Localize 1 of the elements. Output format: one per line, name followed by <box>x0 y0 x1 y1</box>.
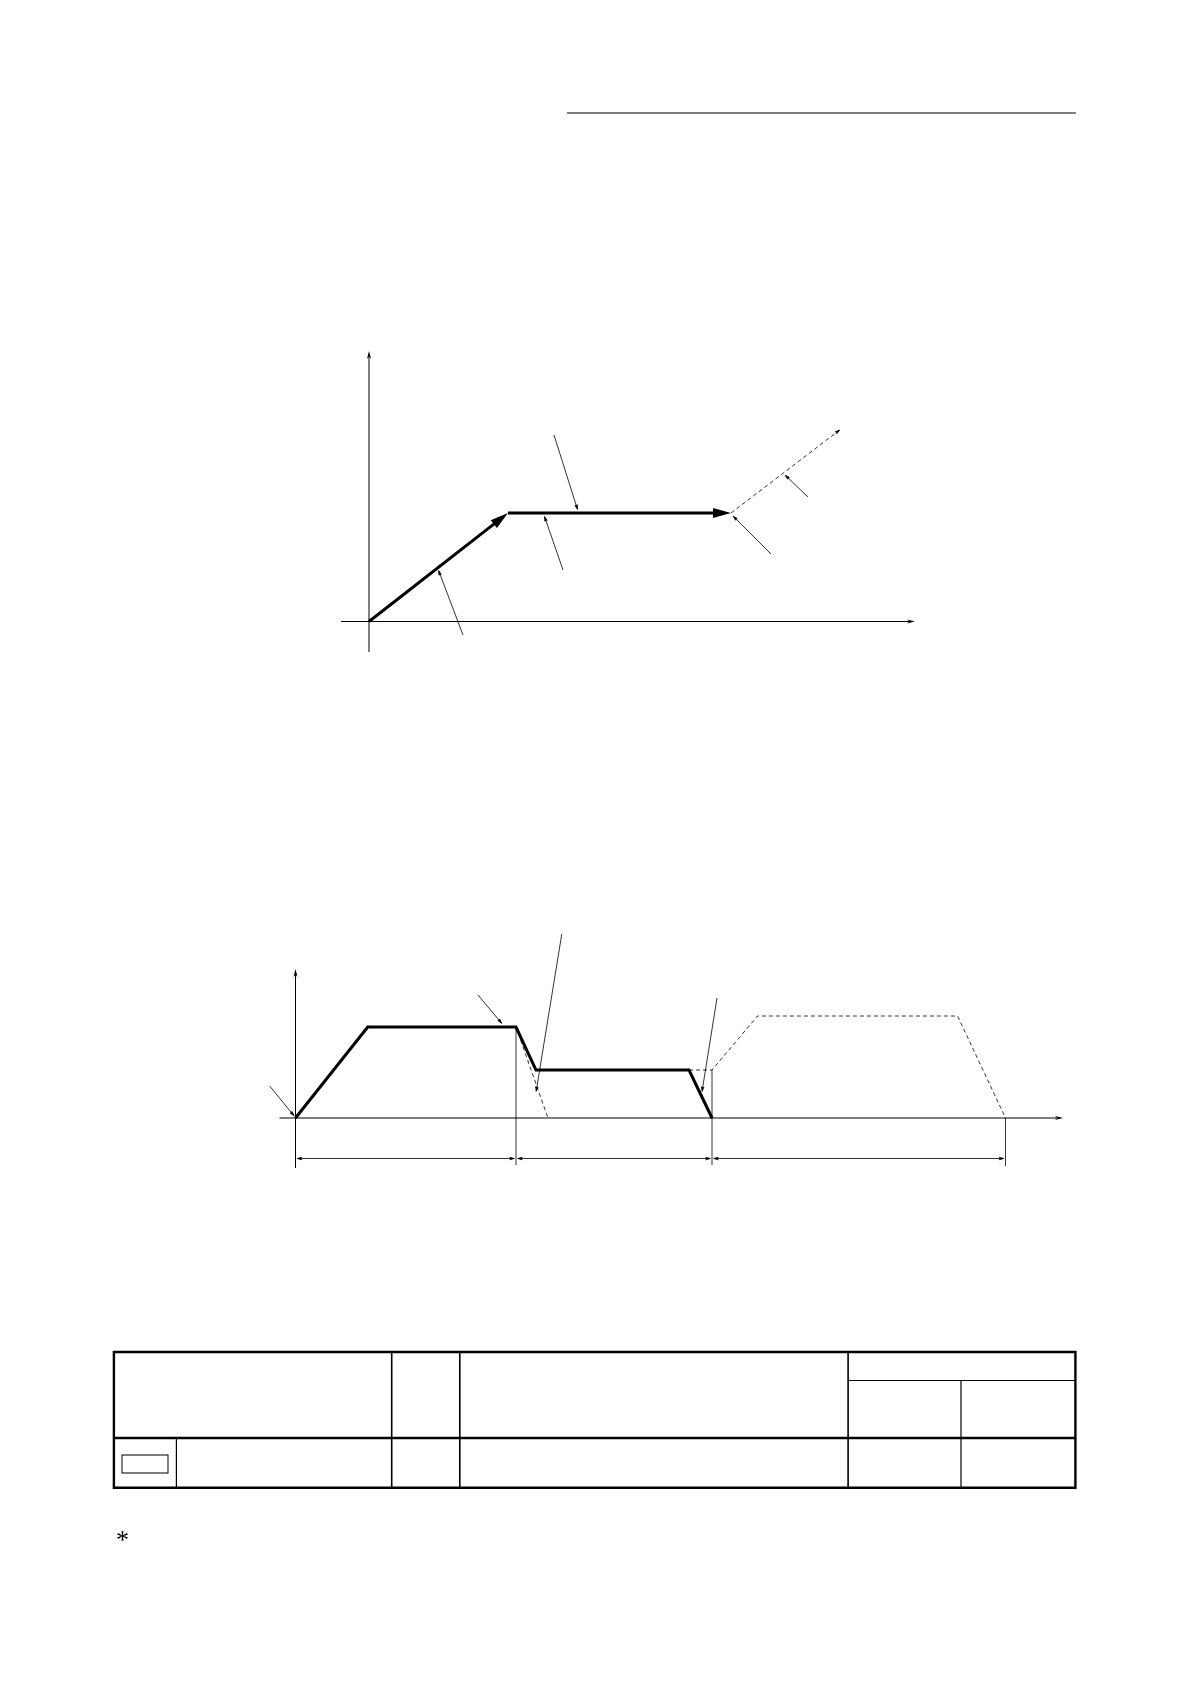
footnote-mark: * <box>117 1531 128 1541</box>
